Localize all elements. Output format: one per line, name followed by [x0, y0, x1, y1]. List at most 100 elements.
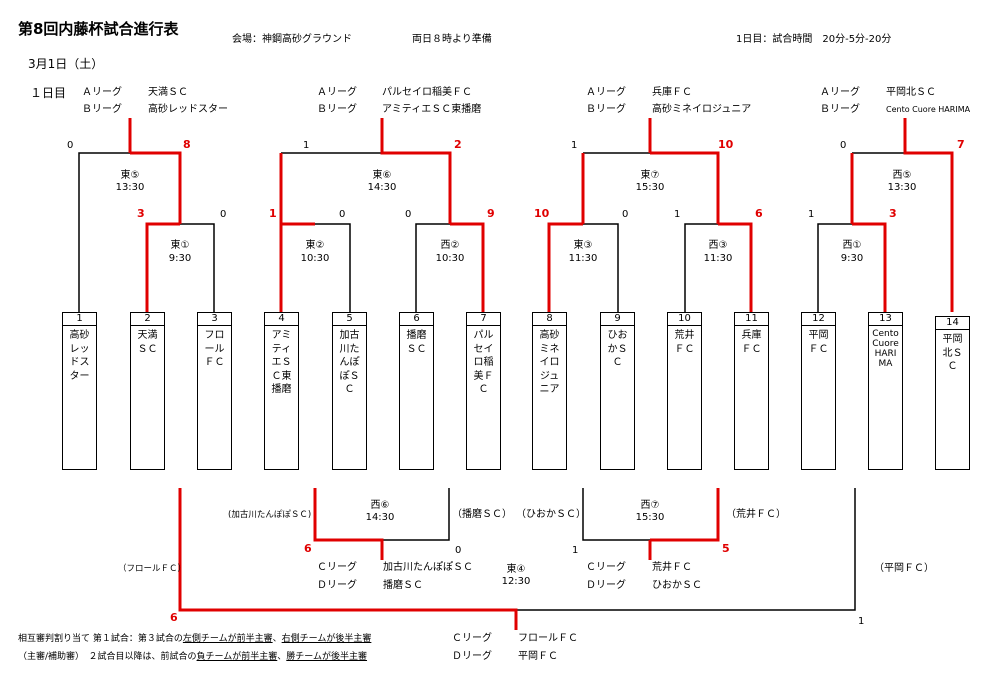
score-winner: 3	[137, 207, 145, 220]
team-box: 3 フロールＦＣ	[197, 312, 232, 470]
match-time: 14:30	[365, 512, 395, 523]
match-label: 東②	[305, 240, 325, 251]
league-c-label: Ｃリーグ	[317, 562, 357, 573]
score: 1	[808, 209, 815, 220]
league-c-label: Ｃリーグ	[586, 562, 626, 573]
match-label: 東③	[573, 240, 593, 251]
team-number: 12	[802, 313, 835, 326]
note-text: 負チームが前半主審	[196, 652, 278, 662]
score-winner: 10	[534, 207, 550, 220]
league-d-team: 播磨ＳＣ	[383, 580, 423, 591]
team-name: 平岡北ＳＣ	[942, 334, 963, 372]
team-box: 2 天満ＳＣ	[130, 312, 165, 470]
score-winner: 9	[487, 207, 495, 220]
match-label: 西③	[708, 240, 728, 251]
score: 1	[303, 140, 310, 151]
team-name: 高砂ミネイロジュニア	[539, 330, 560, 395]
team-number: 7	[467, 313, 500, 326]
league-a-label: Ａリーグ	[317, 87, 357, 98]
team-box: 11 兵庫ＦＣ	[734, 312, 769, 470]
team-ref: （フロールＦＣ）	[118, 564, 187, 574]
score-winner: 10	[718, 138, 734, 151]
note-text: 相互審判割り当て 第１試合：第３試合の	[18, 634, 183, 644]
team-name: アミティエＳＣ東播磨	[271, 330, 292, 395]
team-name: 荒井ＦＣ	[674, 330, 695, 355]
team-box: 4 アミティエＳＣ東播磨	[264, 312, 299, 470]
match-label: 東⑥	[372, 170, 392, 181]
team-number: 14	[936, 317, 969, 330]
team-number: 6	[400, 313, 433, 326]
team-box: 12 平岡ＦＣ	[801, 312, 836, 470]
score: 0	[455, 545, 462, 556]
team-name: 高砂レッドスター	[69, 330, 90, 382]
team-box: 8 高砂ミネイロジュニア	[532, 312, 567, 470]
score: 1	[571, 140, 578, 151]
team-number: 5	[333, 313, 366, 326]
team-name: 加古川たんぽぽＳＣ	[339, 330, 360, 395]
match-label: 東⑤	[120, 170, 140, 181]
note-text: 、	[277, 652, 287, 662]
team-ref: （ひおかＳＣ）	[516, 509, 586, 520]
date-label: 3月1日（土）	[28, 57, 104, 71]
match-time: 10:30	[435, 253, 465, 264]
league-c-label: Ｃリーグ	[452, 633, 492, 644]
team-ref: （荒井ＦＣ）	[726, 509, 786, 520]
score: 1	[674, 209, 681, 220]
team-number: 9	[601, 313, 634, 326]
team-number: 1	[63, 313, 96, 326]
note-text: 左側チームが前半主審	[182, 634, 273, 644]
team-name: ひおかＳＣ	[607, 330, 628, 368]
league-a-label: Ａリーグ	[820, 87, 860, 98]
team-number: 2	[131, 313, 164, 326]
match-duration: 1日目：試合時間 20分-5分-20分	[736, 34, 892, 45]
day-label: １日目	[30, 86, 67, 100]
match-time: 9:30	[840, 253, 864, 264]
league-c-team: 荒井ＦＣ	[652, 562, 692, 573]
league-b-label: Ｂリーグ	[82, 104, 122, 115]
match-time: 15:30	[635, 512, 665, 523]
match-time: 13:30	[887, 182, 917, 193]
note-text: （主審/補助審） ２試合目以降は、前試合の	[18, 652, 197, 662]
team-ref: （播磨ＳＣ）	[452, 509, 512, 520]
match-time: 11:30	[703, 253, 733, 264]
league-a-label: Ａリーグ	[82, 87, 122, 98]
league-b-label: Ｂリーグ	[586, 104, 626, 115]
league-b-team: 高砂レッドスター	[148, 104, 228, 115]
score: 0	[840, 140, 847, 151]
league-d-label: Ｄリーグ	[317, 580, 357, 591]
match-label: 西②	[440, 240, 460, 251]
team-box: 10 荒井ＦＣ	[667, 312, 702, 470]
score: 0	[339, 209, 346, 220]
score-winner: 2	[454, 138, 462, 151]
league-d-label: Ｄリーグ	[452, 651, 492, 662]
league-b-team: Cento Cuore HARIMA	[886, 105, 971, 114]
team-box: 1 高砂レッドスター	[62, 312, 97, 470]
league-c-team: フロールＦＣ	[518, 633, 578, 644]
score-winner: 6	[755, 207, 763, 220]
referee-note-2: （主審/補助審） ２試合目以降は、前試合の負チームが前半主審、勝チームが後半主審	[18, 651, 367, 663]
score: 1	[858, 616, 865, 627]
team-number: 13	[869, 313, 902, 326]
team-number: 4	[265, 313, 298, 326]
match-label: 東①	[170, 240, 190, 251]
match-label: 西①	[842, 240, 862, 251]
team-box: 14 平岡北ＳＣ	[935, 316, 970, 470]
match-label: 西⑦	[640, 500, 660, 511]
score-winner: 6	[304, 542, 312, 555]
league-d-team: 平岡ＦＣ	[518, 651, 558, 662]
team-name: 兵庫ＦＣ	[741, 330, 762, 355]
league-d-label: Ｄリーグ	[586, 580, 626, 591]
match-time: 9:30	[168, 253, 192, 264]
league-c-team: 加古川たんぽぽＳＣ	[383, 562, 473, 573]
note-text: 、	[272, 634, 282, 644]
page-title: 第8回内藤杯試合進行表	[18, 20, 179, 38]
venue: 会場：神鋼高砂グラウンド	[232, 34, 352, 45]
team-number: 8	[533, 313, 566, 326]
team-box: 13 CentoCuoreHARIMA	[868, 312, 903, 470]
score: 0	[622, 209, 629, 220]
team-box: 9 ひおかＳＣ	[600, 312, 635, 470]
match-time: 15:30	[635, 182, 665, 193]
league-a-team: 天満ＳＣ	[148, 87, 188, 98]
team-name: パルセイロ稲美ＦＣ	[473, 330, 494, 395]
